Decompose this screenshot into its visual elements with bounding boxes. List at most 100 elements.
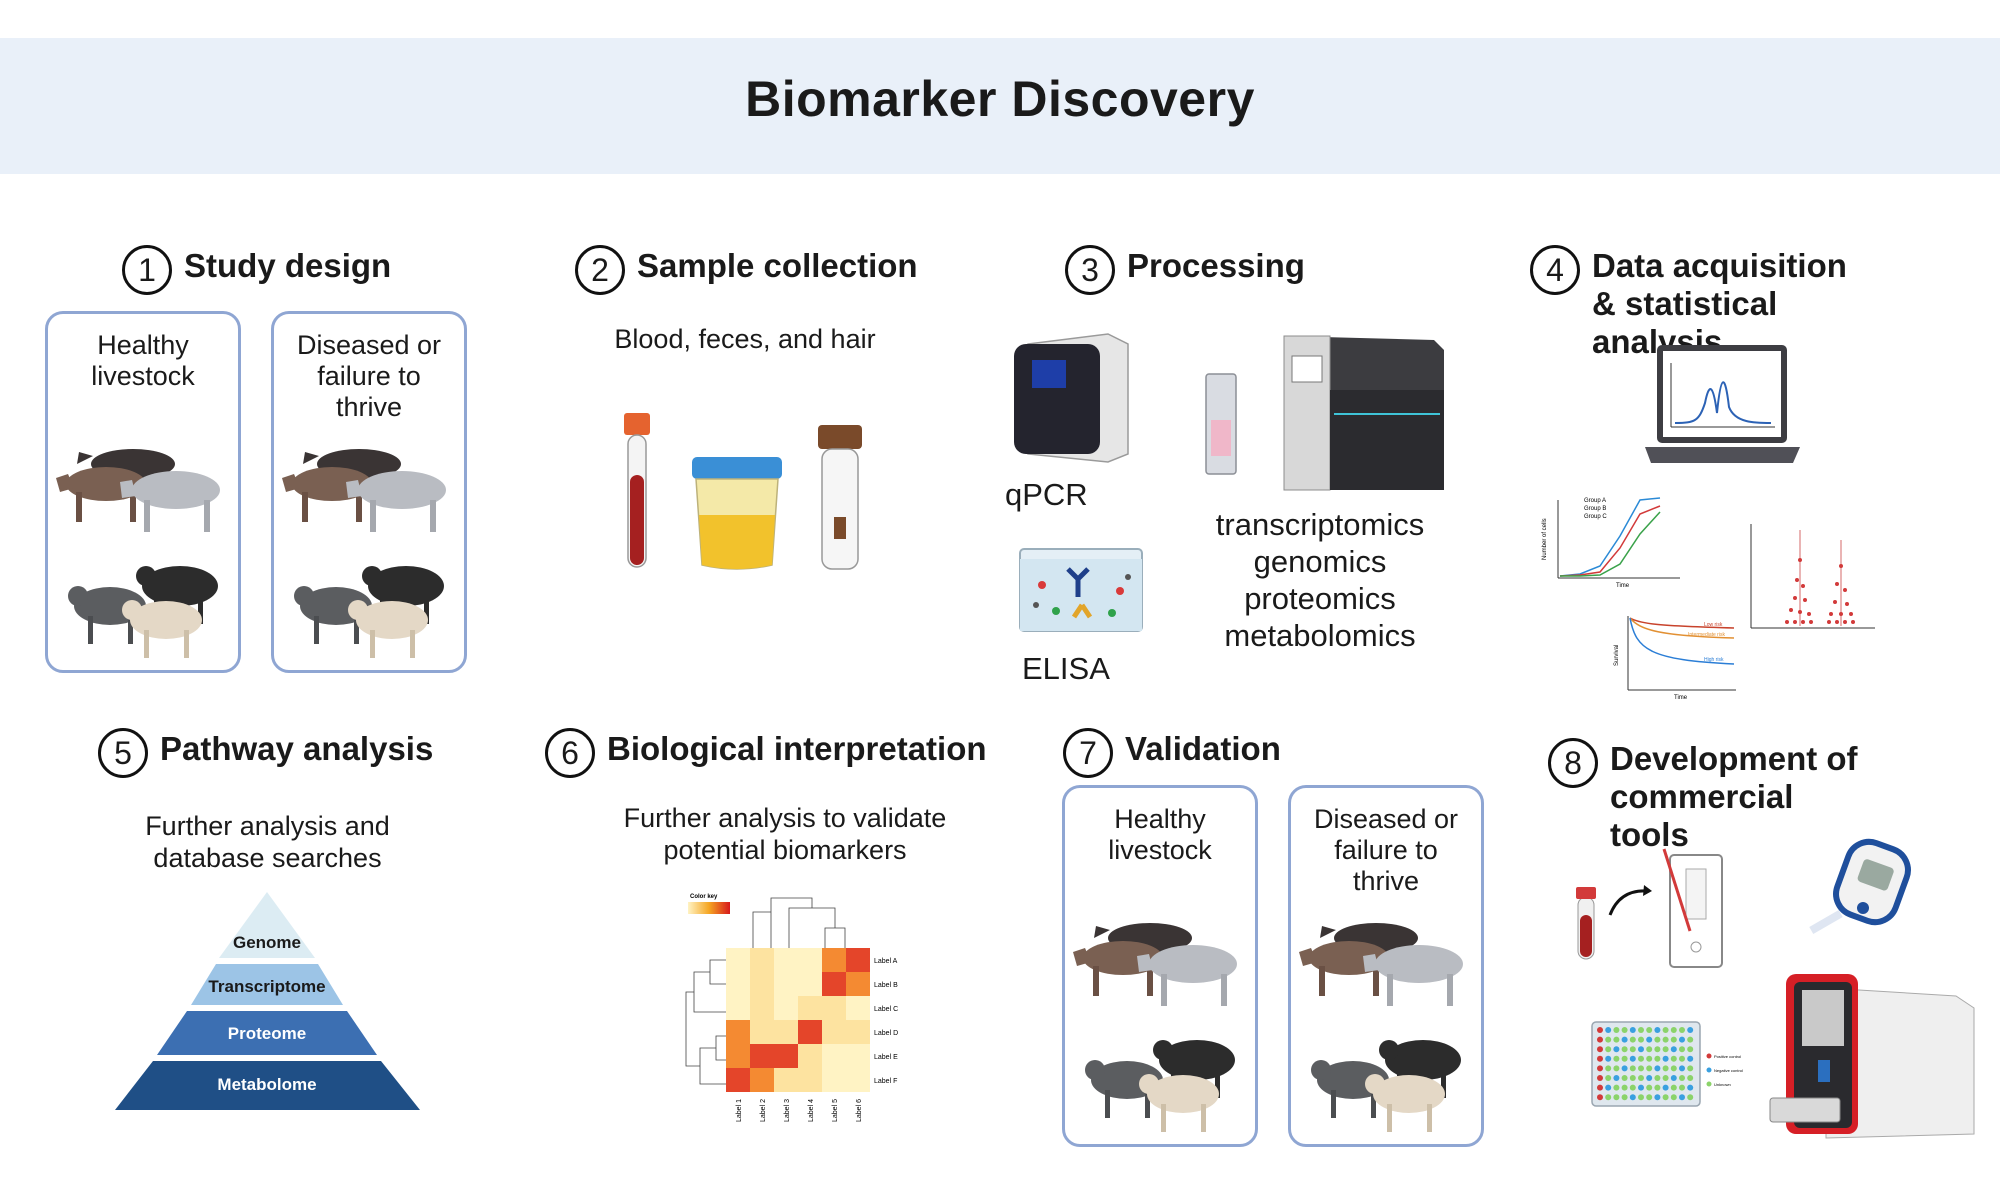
heatmap-cell [750,1068,774,1092]
plate-well [1687,1094,1694,1101]
plate-well [1670,1055,1677,1062]
heatmap-cell [846,972,870,996]
plate-well [1597,1075,1603,1081]
healthy-group-label: Healthy livestock [1108,804,1212,865]
heatmap-cell [774,1020,798,1044]
omics-item: metabolomics [1224,618,1416,653]
survival-xlabel: Time [1674,695,1688,701]
heatmap-cell [726,1044,750,1068]
heatmap-cell [750,996,774,1020]
healthy-group-box: Healthy livestock [45,311,241,673]
plate-well [1679,1065,1685,1072]
pyramid-label: Genome [233,933,301,952]
dot-plot-points [1785,558,1855,624]
plate-well [1654,1075,1661,1081]
healthy-group-box: Healthy livestock [1062,785,1258,1147]
plate-well [1662,1065,1669,1072]
plate-well [1687,1046,1694,1053]
growth-legend-c: Group C [1584,514,1607,520]
plate-well [1613,1084,1620,1091]
plate-well [1662,1046,1669,1053]
heatmap-row-label: Label E [874,1054,898,1061]
well-plate-icon: Positive control Negative control Unknow… [1591,1021,1743,1107]
plate-well [1662,1075,1669,1081]
step-1-header: 1 Study design [122,245,392,295]
pathway-caption: Further analysis and database searches [145,811,390,873]
heatmap-row-label: Label C [874,1006,898,1013]
plate-wells [1597,1027,1694,1101]
growth-curve-chart: Group A Group B Group C Time Number of c… [1542,497,1680,589]
step-title: Development of commercial tools [1610,740,1858,853]
cattle-and-sheep-icon [1299,923,1463,1132]
plate-well [1662,1027,1669,1033]
step-number: 8 [1548,738,1598,788]
heatmap-cell [774,1068,798,1092]
heatmap-cell [774,996,798,1020]
plate-well [1679,1055,1685,1062]
plate-well [1629,1075,1636,1081]
survival-curve-chart: Low risk Intermediate risk High risk Tim… [1614,616,1736,701]
heatmap-cell [798,948,822,972]
plate-well [1613,1075,1620,1081]
interpretation-caption: Further analysis to validate potential b… [623,803,947,865]
plate-well [1621,1036,1628,1043]
growth-legend-a: Group A [1584,498,1606,504]
plate-well [1646,1094,1653,1101]
rapid-test-icon [1576,848,1723,968]
step-5-header: 5 Pathway analysis [98,728,434,778]
survival-curve-label: Intermediate risk [1688,632,1725,638]
pyramid-level [191,964,343,1005]
plate-well [1605,1036,1612,1043]
plate-well [1654,1046,1661,1053]
plate-well [1629,1046,1636,1053]
plate-well [1679,1027,1685,1033]
plate-well [1654,1036,1661,1043]
plate-well [1621,1046,1628,1053]
plate-well [1629,1084,1636,1091]
heatmap-cell [846,996,870,1020]
growth-ylabel: Number of cells [1542,518,1548,560]
plate-well [1654,1027,1661,1033]
heatmap-row-label: Label F [874,1078,897,1085]
plate-well [1597,1094,1603,1101]
growth-xlabel: Time [1616,583,1630,589]
step-number: 7 [1063,728,1113,778]
omics-pyramid: Genome Transcriptome Proteome Metabolome [115,892,420,1110]
title-banner [0,38,2000,174]
plate-well [1638,1046,1644,1053]
growth-legend-b: Group B [1584,506,1606,512]
step-title: Study design [184,247,392,284]
heatmap-cell [822,1020,846,1044]
plate-well [1662,1084,1669,1091]
pyramid-label: Metabolome [217,1075,316,1094]
cattle-and-sheep-icon [56,449,220,658]
plate-well [1687,1027,1694,1033]
step-number: 5 [98,728,148,778]
heatmap-cell [798,1068,822,1092]
plate-well [1629,1065,1636,1072]
plate-well [1687,1084,1694,1091]
plate-well [1629,1094,1636,1101]
plate-well [1646,1065,1653,1072]
plate-well [1638,1027,1644,1033]
elisa-well-icon [1019,548,1143,632]
heatmap-cell [750,1044,774,1068]
plate-well [1605,1075,1612,1081]
plate-well [1621,1055,1628,1062]
plate-well [1670,1094,1677,1101]
survival-ylabel: Survival [1614,645,1620,666]
heatmap-cell [726,996,750,1020]
pyramid-level [157,1011,377,1055]
heatmap-cell [846,948,870,972]
step-title: Validation [1125,730,1281,767]
heatmap-cell [822,996,846,1020]
plate-well [1597,1036,1603,1043]
step-title: Biological interpretation [607,730,987,767]
plate-well [1621,1094,1628,1101]
diseased-group-label: Diseased or failure to thrive [1313,804,1459,896]
plate-legend: Unknown [1714,1082,1731,1087]
plate-well [1597,1065,1603,1072]
pyramid-level [115,1061,420,1110]
plate-well [1613,1094,1620,1101]
step-title: Pathway analysis [160,730,434,767]
